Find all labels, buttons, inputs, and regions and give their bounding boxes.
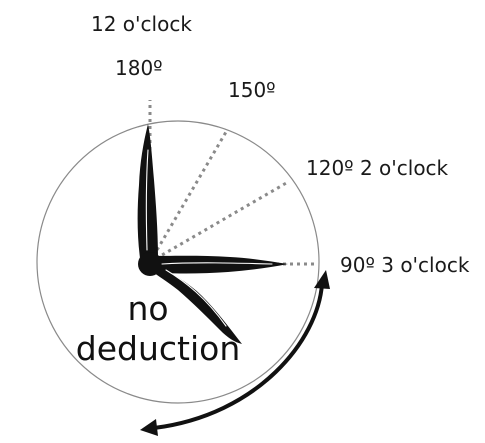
label-180-degrees: 180º	[115, 56, 163, 80]
hand-horizontal	[146, 255, 288, 274]
hand-diagonal	[150, 262, 242, 344]
label-90-degrees-3-oclock: 90º 3 o'clock	[340, 253, 470, 277]
center-text-line2: deduction	[75, 329, 241, 368]
clock-circle	[36, 120, 320, 404]
guide-line-150	[148, 131, 228, 263]
hand-highlights	[145, 149, 273, 327]
guide-line-120	[149, 180, 289, 264]
hand-vertical	[137, 124, 158, 258]
label-120-degrees-2-oclock: 120º 2 o'clock	[306, 156, 449, 180]
hand-pivot	[138, 252, 162, 276]
label-12-oclock: 12 o'clock	[91, 12, 192, 36]
center-text-line1: no	[127, 289, 169, 328]
clock-hands-icon	[137, 124, 288, 344]
label-150-degrees: 150º	[228, 78, 276, 102]
curved-double-arrow-icon	[140, 270, 330, 436]
